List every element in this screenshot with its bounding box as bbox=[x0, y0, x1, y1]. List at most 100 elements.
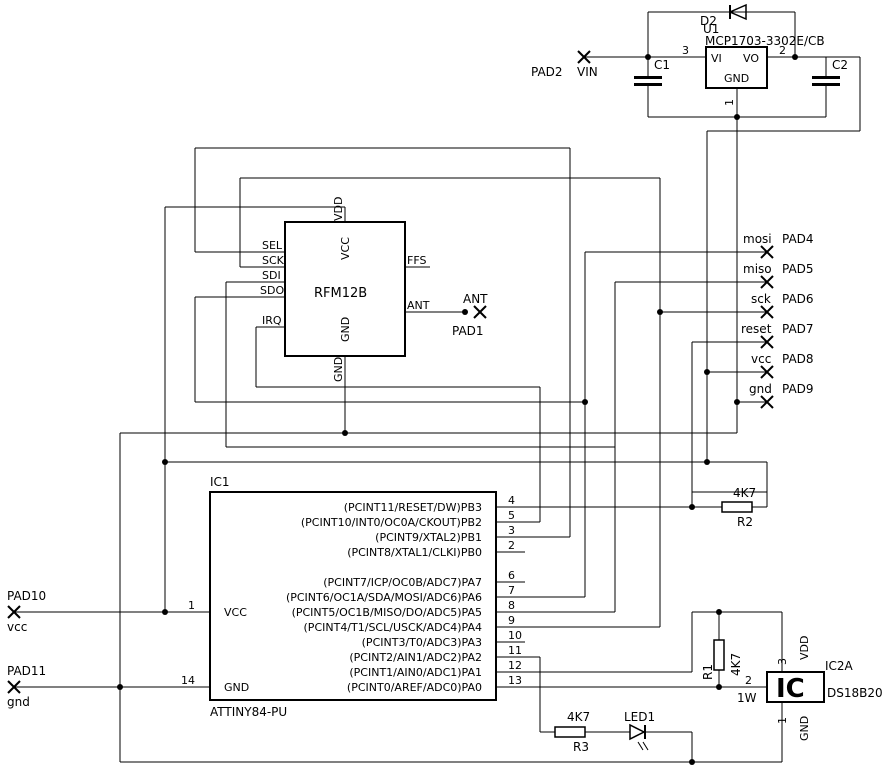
regulator-ref: U1 bbox=[703, 22, 719, 36]
r2-resistor-icon bbox=[721, 501, 753, 513]
rfm-pin-vdd: VDD bbox=[332, 197, 345, 221]
junction-r1-bottom bbox=[716, 684, 722, 690]
header-net-sck: sck bbox=[751, 292, 771, 306]
mcu-pin-label: (PCINT11/RESET/DW)PB3 bbox=[344, 501, 482, 514]
mcu-pin-label: (PCINT7/ICP/OC0B/ADC7)PA7 bbox=[323, 576, 482, 589]
vout-junction bbox=[792, 54, 798, 60]
rfm-pin-ant: ANT bbox=[407, 299, 430, 312]
vcc-pad-label: PAD10 bbox=[7, 589, 46, 603]
mcu-pin-label: (PCINT2/AIN1/ADC2)PA2 bbox=[349, 651, 482, 664]
c1-plate-top bbox=[634, 76, 662, 79]
regulator-pin-num-in: 3 bbox=[682, 44, 689, 57]
mcu-pin-label: (PCINT1/AIN0/ADC1)PA1 bbox=[349, 666, 482, 679]
regulator-pin-num-gnd: 1 bbox=[723, 99, 736, 106]
mcu-section: IC1 ATTINY84-PU VCC GND 1 14 (PCINT11/RE… bbox=[14, 433, 782, 763]
vcc-net-label: vcc bbox=[7, 620, 27, 634]
mcu-body bbox=[209, 491, 497, 701]
mcu-pin-vcc: VCC bbox=[224, 606, 247, 619]
mcu-pin-num: 11 bbox=[508, 644, 522, 657]
regulator-pin-gnd: GND bbox=[724, 72, 749, 85]
pad-cross-icon bbox=[7, 680, 21, 694]
junction-vcc-hdr bbox=[704, 369, 710, 375]
mcu-pin-label: (PCINT5/OC1B/MISO/DO/ADC5)PA5 bbox=[292, 606, 482, 619]
header-pad-miso: miso PAD5 bbox=[743, 262, 814, 289]
c1-ref: C1 bbox=[654, 58, 670, 72]
header-pad-reset: reset PAD7 bbox=[741, 322, 814, 349]
r3-resistor-icon bbox=[554, 726, 586, 738]
mcu-pin-num: 3 bbox=[508, 524, 515, 537]
header-pad-label-reset: PAD7 bbox=[782, 322, 814, 336]
gnd-pad-label: PAD11 bbox=[7, 664, 46, 678]
rfm-pin-irq: IRQ bbox=[262, 314, 282, 327]
mcu-pin-label: (PCINT3/T0/ADC3)PA3 bbox=[362, 636, 482, 649]
mcu-pin-num: 4 bbox=[508, 494, 515, 507]
junction-vcc-right bbox=[704, 459, 710, 465]
vin-junction bbox=[645, 54, 651, 60]
sensor-ref: IC2A bbox=[825, 659, 854, 673]
mcu-ref: IC1 bbox=[210, 475, 230, 489]
mcu-pin-num: 2 bbox=[508, 539, 515, 552]
header-pad-label-miso: PAD5 bbox=[782, 262, 814, 276]
r1-resistor-icon bbox=[713, 639, 725, 671]
junction-r1-top bbox=[716, 609, 722, 615]
sensor-pin-num-1w: 2 bbox=[745, 674, 752, 687]
header-net-vcc: vcc bbox=[751, 352, 771, 366]
pad-cross-icon bbox=[760, 305, 774, 319]
mcu-pin-gnd: GND bbox=[224, 681, 249, 694]
rfm-section: SEL SCK SDI SDO IRQ VDD VCC GND GND FFS … bbox=[164, 147, 661, 627]
junction-vcc-left bbox=[162, 459, 168, 465]
sensor-section: R1 4K7 IC IC2A DS18B20 3 VDD 1 GND 2 1W bbox=[691, 609, 883, 762]
rfm-pin-sdo: SDO bbox=[260, 284, 284, 297]
regulator-pin-vo: VO bbox=[743, 52, 759, 65]
rfm-pin-gnd-inner: GND bbox=[339, 317, 352, 342]
gnd-net-label: gnd bbox=[7, 695, 30, 709]
c1-plate-bottom bbox=[634, 83, 662, 86]
diode-icon bbox=[728, 3, 747, 21]
rfm-pin-gnd: GND bbox=[332, 357, 345, 382]
c2-plate-top bbox=[812, 76, 840, 79]
mcu-pin-num: 9 bbox=[508, 614, 515, 627]
led-section: 4K7 R3 LED1 bbox=[539, 657, 695, 765]
mcu-pin-num-vcc: 1 bbox=[188, 599, 195, 612]
pad-cross-icon bbox=[7, 605, 21, 619]
header-pad-label-mosi: PAD4 bbox=[782, 232, 814, 246]
header-pad-mosi: mosi PAD4 bbox=[743, 232, 814, 259]
mcu-pin-label: (PCINT10/INT0/OC0A/CKOUT)PB2 bbox=[301, 516, 482, 529]
gnd-pad: PAD11 gnd bbox=[7, 664, 46, 709]
r2-ref: R2 bbox=[737, 515, 753, 529]
rfm-pin-vcc: VCC bbox=[339, 237, 352, 260]
rfm-pin-ffs: FFS bbox=[407, 254, 426, 267]
header-net-gnd: gnd bbox=[749, 382, 772, 396]
ant-pad-label: PAD1 bbox=[452, 324, 484, 338]
junction-rfm-gnd bbox=[342, 430, 348, 436]
ant-pad-cross-icon bbox=[473, 305, 487, 319]
regulator-pin-num-out: 2 bbox=[779, 44, 786, 57]
mcu-pin-num: 5 bbox=[508, 509, 515, 522]
junction-sck bbox=[657, 309, 663, 315]
regulator-body bbox=[705, 46, 768, 89]
vcc-pad: PAD10 vcc bbox=[7, 589, 46, 634]
mcu-pin-label: (PCINT4/T1/SCL/USCK/ADC4)PA4 bbox=[304, 621, 482, 634]
header-net-reset: reset bbox=[741, 322, 772, 336]
mcu-pin-label: (PCINT8/XTAL1/CLKI)PB0 bbox=[347, 546, 482, 559]
led-ref: LED1 bbox=[624, 710, 655, 724]
rfm-pin-sck: SCK bbox=[262, 254, 285, 267]
ant-net-label: ANT bbox=[463, 292, 488, 306]
r1-ref: R1 bbox=[701, 664, 715, 680]
c2-ref: C2 bbox=[832, 58, 848, 72]
vin-pad-label: PAD2 bbox=[531, 65, 563, 79]
mcu-pin-num: 8 bbox=[508, 599, 515, 612]
header-pad-label-gnd: PAD9 bbox=[782, 382, 814, 396]
mcu-pin-num: 7 bbox=[508, 584, 515, 597]
mcu-part: ATTINY84-PU bbox=[210, 705, 287, 719]
header-pad-label-sck: PAD6 bbox=[782, 292, 814, 306]
r3-value: 4K7 bbox=[567, 710, 590, 724]
mcu-pin-num: 10 bbox=[508, 629, 522, 642]
header-section: mosi PAD4 miso PAD5 sck PAD6 reset bbox=[120, 131, 814, 612]
vin-pad-cross-icon bbox=[577, 50, 591, 64]
header-net-miso: miso bbox=[743, 262, 772, 276]
sensor-pin-1w: 1W bbox=[737, 691, 757, 705]
junction-vcc-mcu bbox=[162, 609, 168, 615]
header-pad-vcc: vcc PAD8 bbox=[751, 352, 814, 379]
